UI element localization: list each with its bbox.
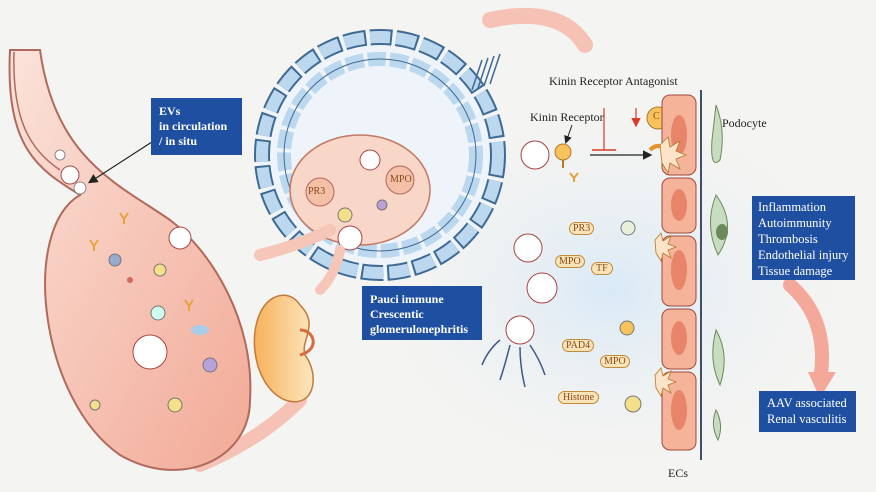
- evs-pointer-arrow: [87, 139, 156, 184]
- cell-label-tf: TF: [591, 262, 613, 275]
- pauci-box-line: Pauci immune: [370, 292, 444, 306]
- effects-box-line: Endothelial injury: [758, 248, 849, 262]
- podocyte-label: Podocyte: [722, 116, 767, 130]
- ecs-label: ECs: [668, 466, 689, 480]
- effects-box-line: Thrombosis: [758, 232, 818, 246]
- outcome-box-line: Renal vasculitis: [767, 412, 847, 426]
- effects-box-line: Tissue damage: [758, 264, 833, 278]
- cell-label-pad4: PAD4: [562, 339, 595, 352]
- evs-box: EVs in circulation / in situ: [151, 98, 242, 155]
- neutrophils: [481, 220, 642, 413]
- podocytes: [710, 104, 728, 442]
- effects-box: Inflammation Autoimmunity Thrombosis End…: [752, 196, 855, 280]
- evs-box-line: / in situ: [159, 134, 198, 148]
- curved-arrow-right: [783, 278, 829, 387]
- blood-vessel: [8, 49, 252, 471]
- kinin-antagonist-label: Kinin Receptor Antagonist: [549, 74, 678, 88]
- curved-arrow-right-head: [808, 372, 836, 398]
- effects-box-line: Autoimmunity: [758, 216, 832, 230]
- outcome-box-line: AAV associated: [767, 396, 847, 410]
- kinin-receptor-label: Kinin Receptor: [530, 110, 604, 124]
- kinin-receptor-cell: [520, 124, 579, 182]
- complement-label: C: [653, 111, 660, 122]
- cell-label-mpo: MPO: [555, 255, 585, 268]
- evs-box-line: in circulation: [159, 119, 228, 133]
- cell-label-pr3: PR3: [569, 222, 595, 235]
- evs-box-line: EVs: [159, 104, 181, 118]
- curved-arrow-top: [482, 7, 593, 53]
- endothelial-cells: [654, 90, 702, 460]
- glomerulus: [254, 29, 506, 295]
- cell-label-mpo-net: MPO: [600, 355, 630, 368]
- kidney: [253, 294, 315, 403]
- pauci-box-line: glomerulonephritis: [370, 322, 468, 336]
- cell-label-mpo-glom: MPO: [390, 174, 412, 185]
- cell-label-histone: Histone: [558, 391, 600, 404]
- effects-box-line: Inflammation: [758, 200, 827, 214]
- pauci-box-line: Crescentic: [370, 307, 424, 321]
- outcome-box: AAV associated Renal vasculitis: [759, 391, 856, 432]
- cell-label-pr3-glom: PR3: [308, 186, 326, 197]
- pauci-box: Pauci immune Crescentic glomerulonephrit…: [362, 286, 482, 340]
